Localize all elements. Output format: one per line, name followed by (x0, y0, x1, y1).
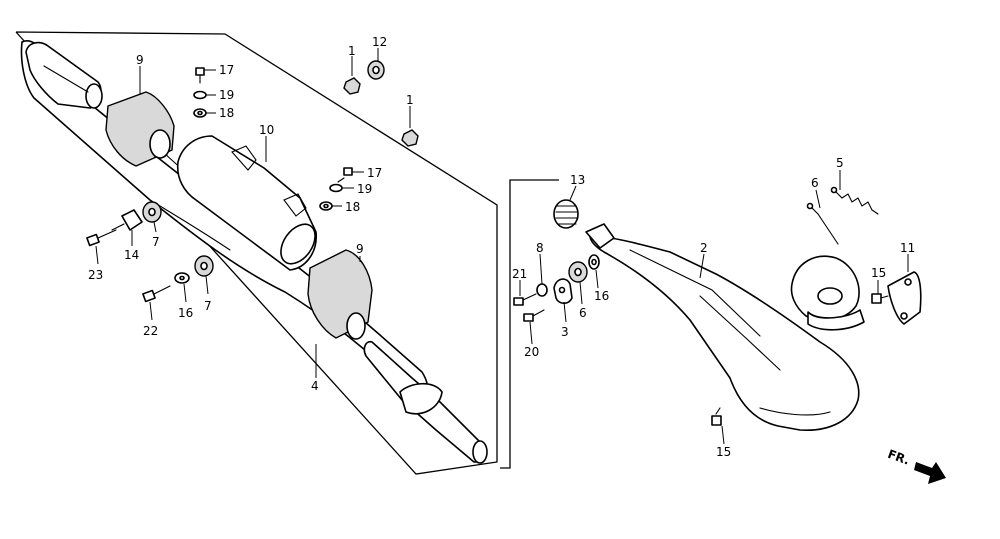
bolt-22 (142, 285, 171, 303)
bolt-17b (337, 167, 353, 183)
stay-11 (887, 271, 922, 325)
callout-1a: 1 (348, 44, 356, 58)
callouts: 1 12 1 9 17 19 18 10 17 19 18 7 14 23 7 … (88, 35, 915, 459)
callout-10: 10 (259, 123, 274, 137)
gasket-13 (553, 199, 579, 229)
bolt-20 (523, 309, 545, 322)
washer-18b (319, 201, 333, 211)
callout-15b: 15 (716, 445, 731, 459)
callout-22: 22 (143, 324, 158, 338)
callout-19a: 19 (219, 88, 234, 102)
grommet-7a (142, 201, 162, 223)
spring-5 (830, 186, 879, 215)
tailpipe (25, 41, 103, 109)
callout-13: 13 (570, 173, 585, 187)
bolt-15a (871, 293, 889, 304)
callout-18a: 18 (219, 106, 234, 120)
washer-16b (588, 254, 600, 270)
front-label: FR. (886, 447, 912, 468)
spring-6 (806, 202, 839, 245)
front-arrow-icon (914, 462, 946, 484)
callout-3: 3 (561, 325, 569, 339)
chamber-group-boundary (500, 179, 559, 469)
washer-18a (193, 108, 207, 118)
nut-12 (367, 60, 385, 80)
bolt-15b (711, 407, 722, 426)
callout-6a: 6 (579, 306, 587, 320)
packing-upper (105, 91, 175, 167)
packing-lower (307, 249, 373, 340)
callout-11: 11 (900, 241, 915, 255)
callout-2: 2 (700, 241, 708, 255)
callout-17b: 17 (367, 166, 382, 180)
nut-1b (401, 129, 419, 147)
callout-16a: 16 (178, 306, 193, 320)
bracket-3 (553, 278, 573, 305)
callout-7a: 7 (152, 235, 160, 249)
bolt-23 (86, 229, 117, 247)
callout-21: 21 (512, 267, 527, 281)
callout-17a: 17 (219, 63, 234, 77)
callout-19b: 19 (357, 182, 372, 196)
nut-1a (343, 77, 361, 95)
inner-pipe (363, 340, 488, 464)
callout-9a: 9 (136, 53, 144, 67)
callout-23: 23 (88, 268, 103, 282)
callout-14: 14 (124, 248, 139, 262)
washer-19b (329, 183, 343, 193)
grommet-7b (194, 255, 214, 277)
washer-16a (174, 272, 190, 284)
bolt-21 (513, 293, 537, 306)
callout-12: 12 (372, 35, 387, 49)
callout-4: 4 (311, 379, 319, 393)
expansion-chamber (585, 223, 865, 431)
grommet-6 (568, 261, 588, 283)
callout-20: 20 (524, 345, 539, 359)
callout-5: 5 (836, 156, 844, 170)
bracket-14 (111, 209, 143, 231)
callout-16b: 16 (594, 289, 609, 303)
leader-lines (95, 48, 909, 445)
callout-8: 8 (536, 241, 544, 255)
callout-1b: 1 (406, 93, 414, 107)
callout-9b: 9 (356, 242, 364, 256)
callout-15a: 15 (871, 266, 886, 280)
front-direction-marker: FR. (886, 447, 946, 484)
washer-8 (536, 283, 548, 297)
outer-cover (176, 135, 317, 271)
muffler-group-boundary (15, 31, 498, 475)
washer-19a (193, 90, 207, 100)
callout-18b: 18 (345, 200, 360, 214)
callout-6b: 6 (811, 176, 819, 190)
bolt-17a (195, 67, 205, 84)
callout-7b: 7 (204, 299, 212, 313)
